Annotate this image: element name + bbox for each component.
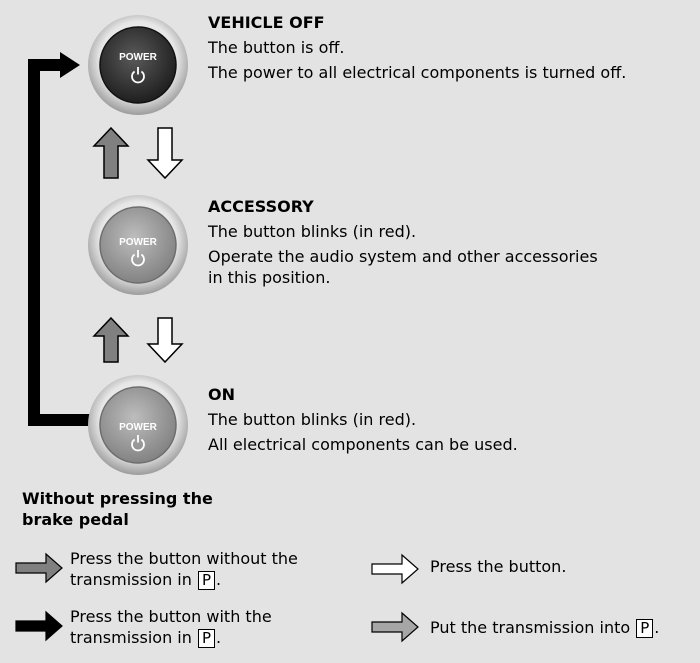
state-title-on: ON xyxy=(208,385,235,404)
loop-arrow-black xyxy=(28,59,90,426)
power-label: POWER xyxy=(119,422,158,433)
legend-text-light-gray: Put the transmission into P. xyxy=(430,618,660,638)
power-symbol-icon xyxy=(131,67,145,84)
legend-arrow-light-gray xyxy=(371,611,419,643)
power-label: POWER xyxy=(119,237,158,248)
power-button-on: POWER xyxy=(88,375,188,475)
state-desc-line: The power to all electrical components i… xyxy=(208,63,627,82)
up-arrow-gray xyxy=(92,126,130,179)
brake-note-line: brake pedal xyxy=(22,510,129,529)
state-desc-line: The button is off. xyxy=(208,38,345,57)
state-desc-line: in this position. xyxy=(208,268,331,287)
power-symbol-icon xyxy=(131,435,145,452)
state-title-accessory: ACCESSORY xyxy=(208,197,314,216)
power-button-accessory: POWER xyxy=(88,195,188,295)
legend-text-black-2: transmission in P. xyxy=(70,628,222,648)
brake-note-line: Without pressing the xyxy=(22,489,213,508)
state-title-vehicle-off: VEHICLE OFF xyxy=(208,13,325,32)
down-arrow-white xyxy=(146,317,184,364)
state-desc-line: The button blinks (in red). xyxy=(208,222,417,241)
state-desc-line: Operate the audio system and other acces… xyxy=(208,247,598,266)
state-desc-line: All electrical components can be used. xyxy=(208,435,518,454)
legend-text-black: Press the button with the xyxy=(70,607,272,626)
state-desc-line: The button blinks (in red). xyxy=(208,410,417,429)
up-arrow-gray xyxy=(92,316,130,363)
legend-arrow-white xyxy=(371,553,419,585)
power-label: POWER xyxy=(119,52,158,63)
legend-text-dark-gray-2: transmission in P. xyxy=(70,570,222,590)
power-button-off: POWER xyxy=(88,15,188,115)
p-box: P xyxy=(197,629,216,648)
power-symbol-icon xyxy=(131,250,145,267)
loop-arrow-head xyxy=(60,52,80,78)
p-box: P xyxy=(197,571,216,590)
legend-arrow-dark-gray xyxy=(15,552,63,584)
p-box: P xyxy=(636,619,654,638)
legend-text-dark-gray: Press the button without the xyxy=(70,549,298,568)
legend-arrow-black xyxy=(15,610,63,642)
legend-text-white: Press the button. xyxy=(430,557,567,576)
down-arrow-white xyxy=(146,127,184,180)
